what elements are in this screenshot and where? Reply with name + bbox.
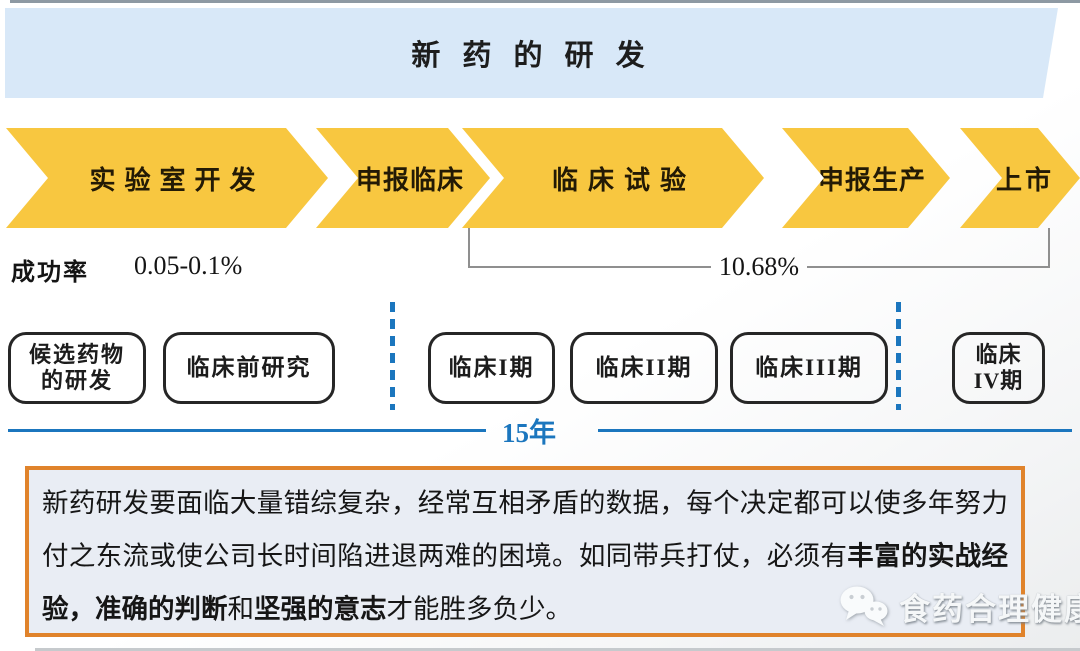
phase-separator-right [896,302,901,410]
phase-separator-left [390,302,395,410]
clinical-success-rate-value: 10.68% [718,252,800,281]
bottom-edge-line [35,648,1080,651]
phase-clinical-3-box: 临床III期 [730,332,888,404]
page-title: 新 药 的 研 发 [411,40,652,72]
note-segment: 才能胜多负少。 [386,594,573,624]
stage-production-application: 申报生产 [782,128,950,228]
phase-clinical-1-box: 临床I期 [428,332,555,404]
phase-preclinical-box: 临床前研究 [163,332,335,404]
timeline-line-left [8,428,486,432]
summary-note-box: 新药研发要面临大量错综复杂，经常互相矛盾的数据，每个决定都可以使多年努力付之东流… [25,466,1025,637]
clinical-success-rate-bracket: 10.68% [468,228,1051,284]
timeline: 15年 [8,414,1072,448]
wechat-icon [840,586,888,626]
timeline-duration-label: 15年 [502,417,556,448]
phase-clinical-4-box: 临床 IV期 [952,332,1045,404]
note-segment-bold: 坚强的意志 [254,594,387,624]
stage-laboratory-development: 实验室开发 [6,128,328,228]
stage-market-launch: 上市 [960,128,1080,228]
bracket-right-tick [1048,228,1050,267]
phase-candidate-drug-box: 候选药物 的研发 [8,332,146,404]
watermark: 食药合理健康 [838,583,1080,629]
bracket-left-tick [468,228,470,267]
timeline-line-right [598,428,1072,432]
note-segment: 新药研发要面临大量错综复杂，经常互相矛盾的数据，每个决定都可以使多年努力付之东流… [42,488,1008,571]
phase-clinical-2-box: 临床II期 [570,332,718,404]
stage-clinical-trials: 临床试验 [462,128,764,228]
stage-clinical-application: 申报临床 [316,128,490,228]
lab-success-rate-value: 0.05-0.1% [134,251,243,280]
bracket-line-left [468,266,711,268]
top-edge-line [10,0,1080,3]
note-segment: 和 [227,594,255,624]
success-rate-label: 成功率 [11,260,89,286]
summary-note-text: 新药研发要面临大量错综复杂，经常互相矛盾的数据，每个决定都可以使多年努力付之东流… [42,477,1008,636]
watermark-text: 食药合理健康 [899,591,1080,627]
bracket-line-right [807,266,1051,268]
title-banner: 新 药 的 研 发 [5,8,1058,98]
note-segment-bold: 丰富的实战经验，准确的判断 [42,541,1009,624]
